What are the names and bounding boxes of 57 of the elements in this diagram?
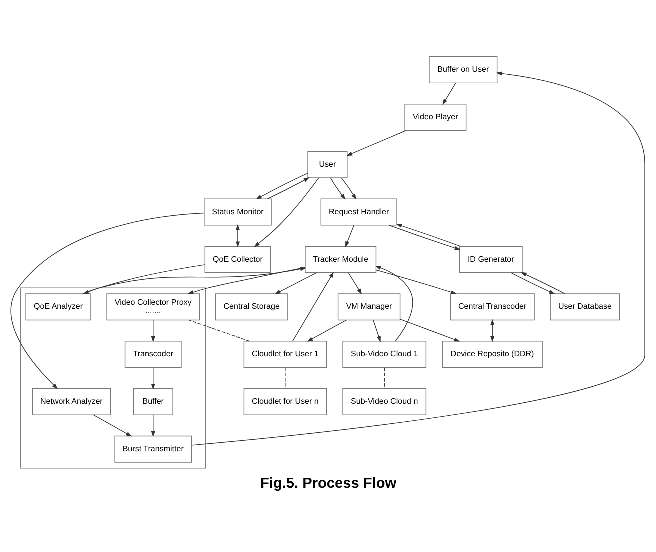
node-box: Transcoder bbox=[124, 340, 182, 368]
arrow bbox=[292, 272, 334, 341]
arrow bbox=[341, 177, 357, 200]
arrow bbox=[236, 224, 240, 248]
arrow bbox=[376, 269, 457, 294]
node-box: Request Handler bbox=[320, 198, 398, 226]
node-box: User Database bbox=[550, 293, 620, 320]
arrow bbox=[375, 266, 414, 342]
arrow bbox=[442, 82, 456, 105]
node-box: Central Storage bbox=[215, 293, 288, 320]
node-box: Video Player bbox=[404, 103, 467, 130]
node-box: VM Manager bbox=[338, 293, 401, 320]
node-box: Sub-Video Cloud n bbox=[342, 388, 427, 415]
node-box: QoE Analyzer bbox=[26, 293, 92, 320]
node-box: Video Collector Proxy ....... bbox=[106, 293, 200, 320]
node-box: ID Generator bbox=[459, 246, 523, 273]
node-box: Network Analyzer bbox=[32, 388, 112, 415]
arrow bbox=[256, 172, 308, 200]
node-box: Cloudlet for User n bbox=[244, 388, 327, 415]
arrow bbox=[151, 320, 156, 342]
arrow bbox=[373, 320, 381, 342]
node-box: Tracker Module bbox=[305, 246, 377, 273]
node-box: Status Monitor bbox=[204, 198, 272, 226]
arrow bbox=[151, 366, 156, 390]
caption: Fig.5. Process Flow bbox=[260, 476, 397, 492]
arrow bbox=[191, 71, 646, 446]
arrow bbox=[345, 224, 354, 247]
node-box: Sub-Video Cloud 1 bbox=[342, 340, 427, 368]
arrow bbox=[396, 224, 462, 246]
node-box: Central Transcoder bbox=[450, 293, 535, 320]
arrow bbox=[521, 272, 566, 294]
connector bbox=[188, 319, 250, 342]
node-box: QoE Collector bbox=[204, 246, 272, 273]
connector bbox=[384, 366, 385, 389]
arrow bbox=[330, 177, 346, 200]
arrow bbox=[151, 414, 156, 437]
arrow bbox=[400, 318, 460, 342]
node-box: Device Reposito (DDR) bbox=[442, 340, 543, 368]
arrow bbox=[348, 272, 362, 294]
arrow bbox=[346, 130, 407, 156]
arrow bbox=[389, 224, 461, 250]
arrow bbox=[93, 414, 132, 436]
node-box: Cloudlet for User 1 bbox=[244, 340, 327, 368]
cluster bbox=[20, 287, 206, 468]
arrow bbox=[254, 177, 320, 247]
arrow bbox=[490, 318, 495, 342]
node-box: Buffer bbox=[133, 388, 174, 415]
arrow bbox=[267, 177, 310, 199]
arrow bbox=[274, 272, 318, 294]
node-box: User bbox=[308, 150, 348, 178]
arrow bbox=[10, 212, 205, 389]
node-box: Burst Transmitter bbox=[114, 435, 192, 462]
arrow bbox=[188, 266, 306, 294]
arrow bbox=[307, 319, 347, 342]
node-box: Buffer on User bbox=[429, 56, 498, 84]
connector bbox=[285, 366, 286, 389]
arrow bbox=[510, 272, 556, 294]
